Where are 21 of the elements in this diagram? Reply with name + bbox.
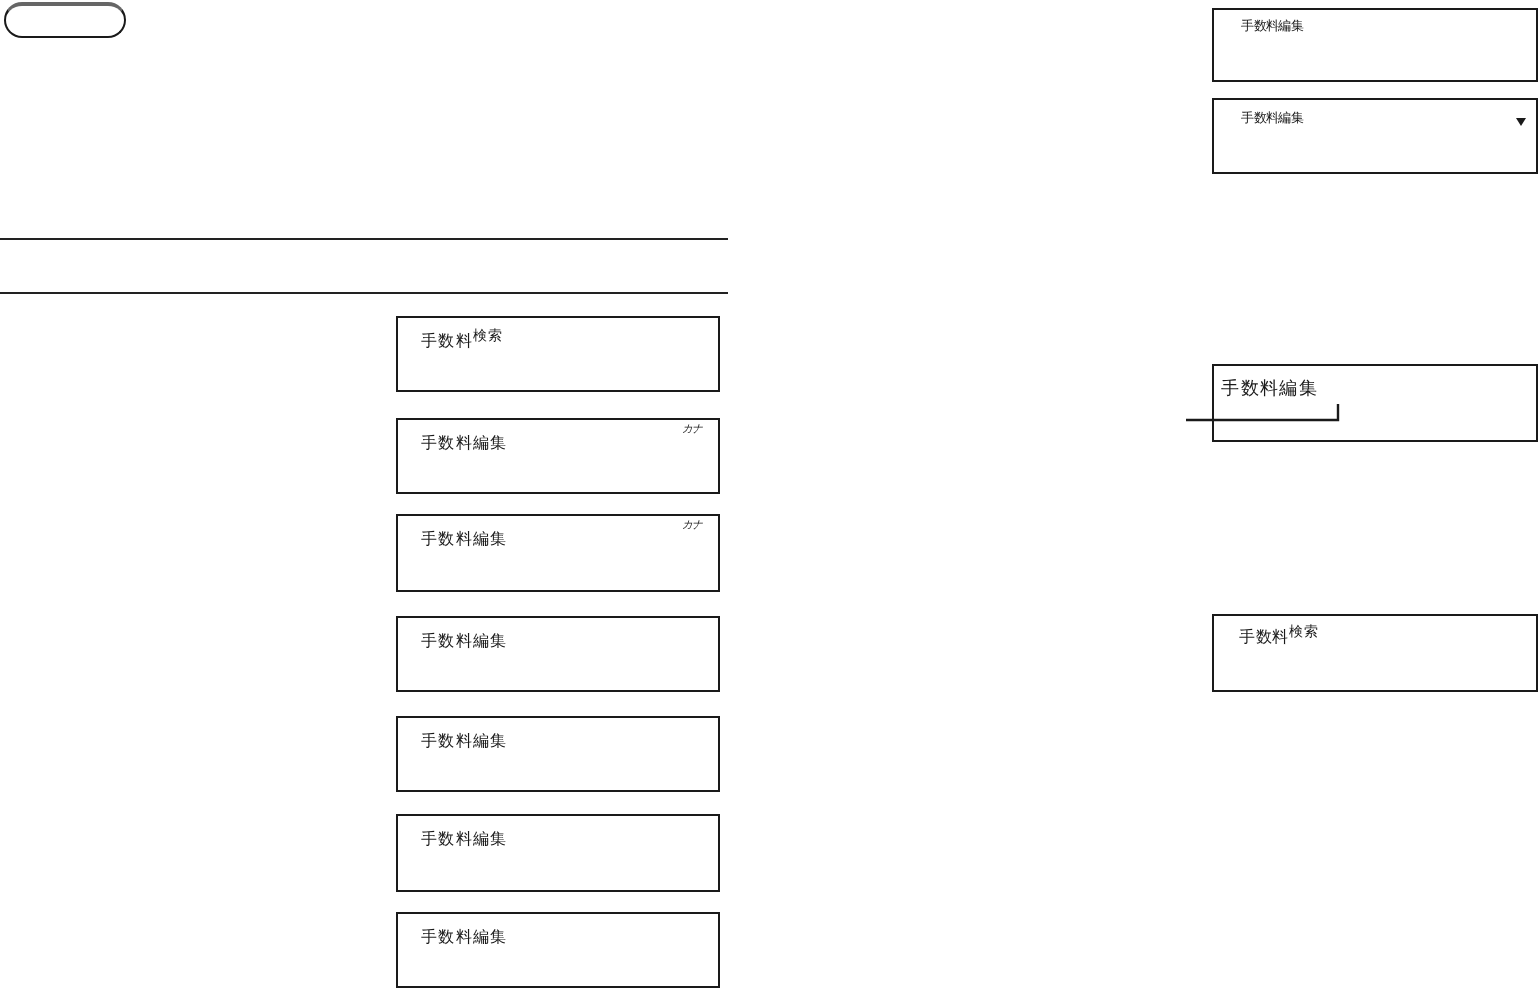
display-text: 手数料$^{検索}$: [1239, 629, 1319, 646]
lcd-screen: [396, 418, 720, 494]
lcd-screen: [1212, 8, 1538, 82]
display-text: 手数料編集: [421, 435, 508, 452]
display-text: 手数料編集: [421, 831, 508, 848]
lcd-screen: [396, 514, 720, 592]
lcd-screen: [396, 912, 720, 988]
display-text: 手数料編集: [421, 633, 508, 650]
lcd-screen: [1212, 364, 1538, 442]
lcd-screen: [396, 616, 720, 692]
display-text: 手数料編集: [421, 531, 508, 548]
leader-line: [1186, 404, 1340, 422]
lcd-screen: [396, 716, 720, 792]
lcd-screen: [1212, 614, 1538, 692]
display-text: 手数料編集: [1221, 381, 1319, 399]
lcd-screen: [396, 316, 720, 392]
display-text: 手数料編集: [421, 733, 508, 750]
lcd-screen: [1212, 98, 1538, 174]
display-text: 手数料編集: [421, 929, 508, 946]
display-text: 手数料$^{検索}$: [421, 333, 504, 350]
lcd-screen: [396, 814, 720, 892]
